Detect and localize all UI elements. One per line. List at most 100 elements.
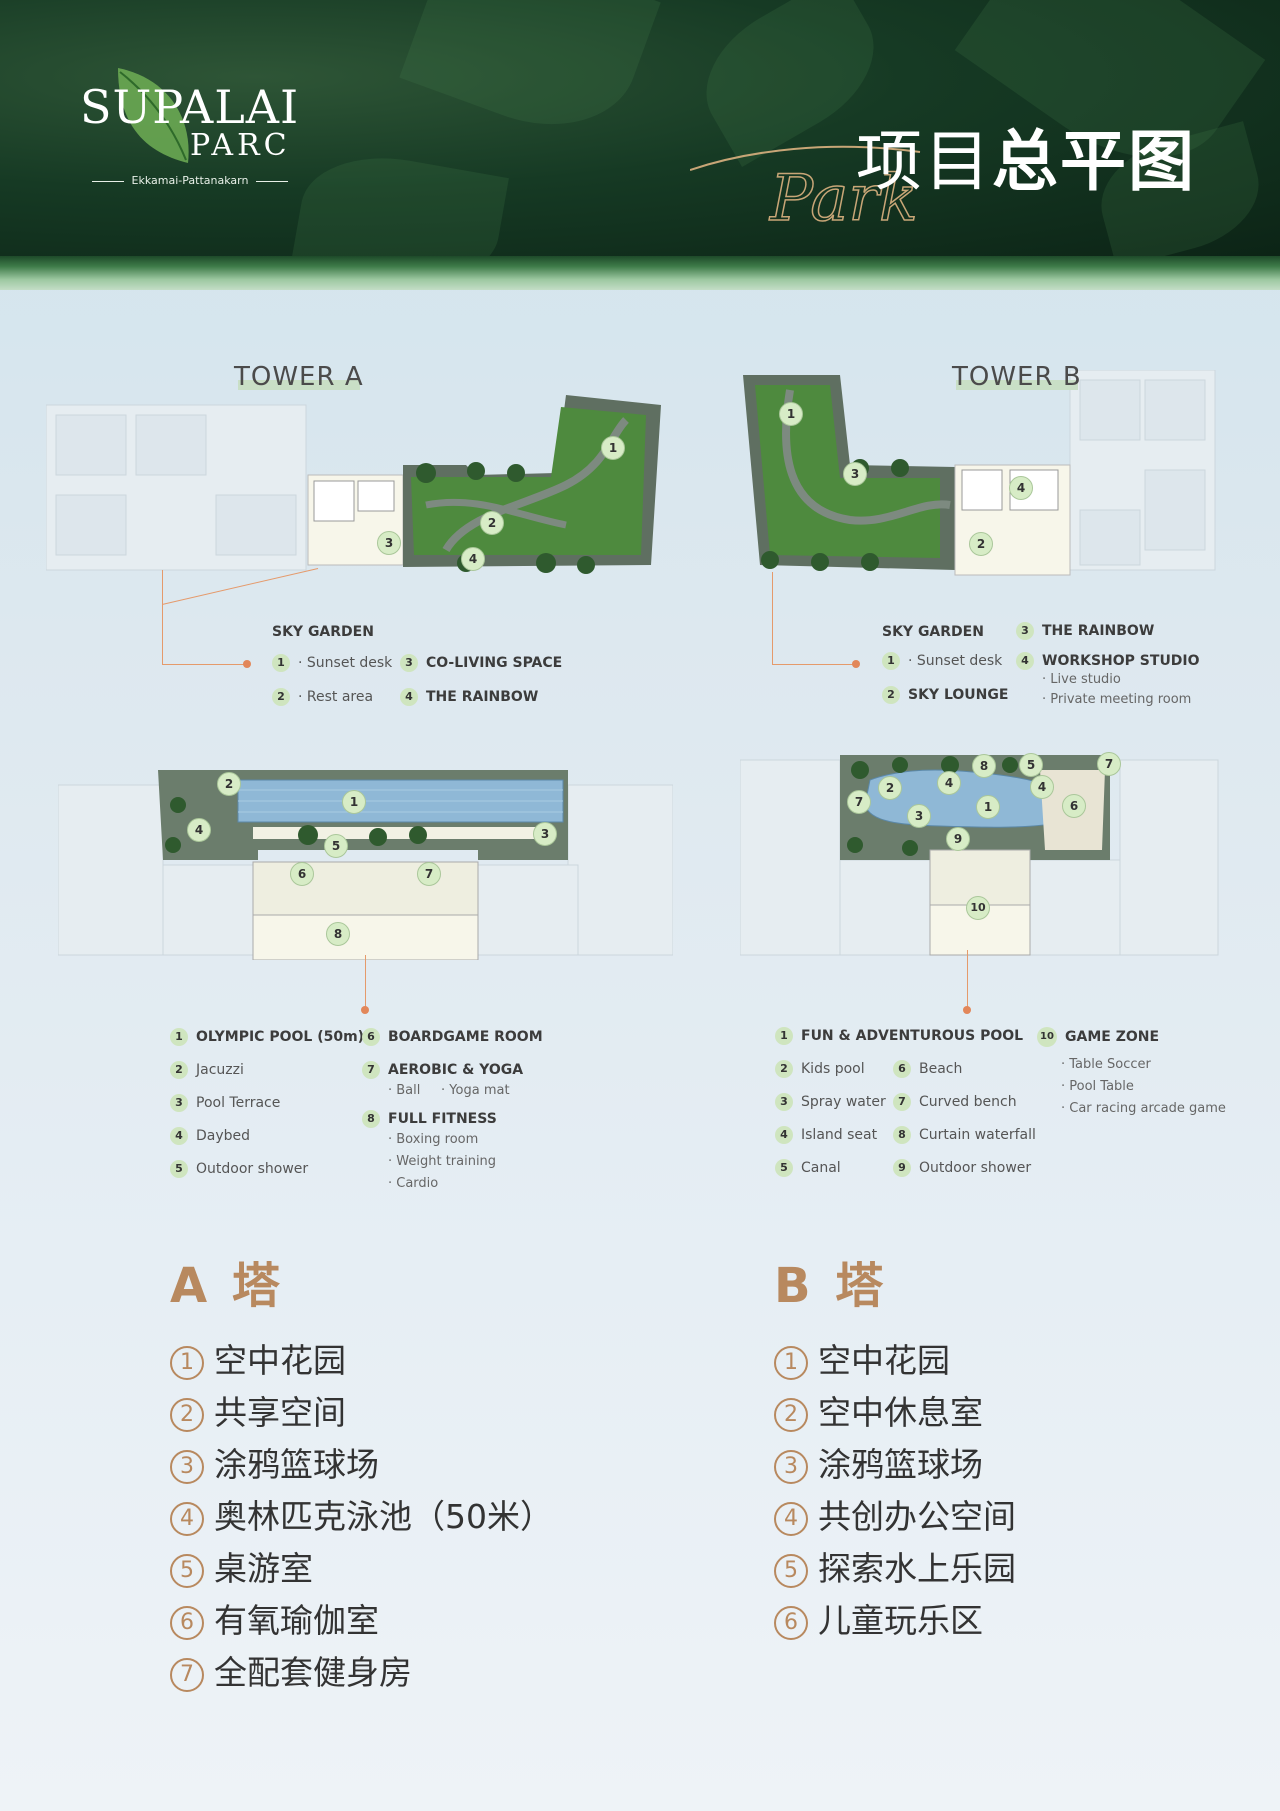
marker-a-top-4: 4 bbox=[461, 547, 485, 571]
number-badge: 7 bbox=[893, 1093, 911, 1111]
number-badge: 3 bbox=[400, 654, 418, 672]
header-banner: SUPALAI PARC Ekkamai-Pattanakarn Park 项目… bbox=[0, 0, 1280, 256]
connector-line bbox=[772, 572, 773, 664]
number-badge: 4 bbox=[400, 688, 418, 706]
legend-sub: · Pool Table bbox=[1061, 1079, 1134, 1094]
marker-b-pool-3: 3 bbox=[907, 804, 931, 828]
connector-line bbox=[365, 955, 366, 1011]
number-badge: 9 bbox=[893, 1159, 911, 1177]
number-badge: 7 bbox=[170, 1657, 204, 1692]
legend-item: 2· Rest area bbox=[272, 688, 373, 706]
marker-a-top-3: 3 bbox=[377, 531, 401, 555]
number-badge: 3 bbox=[775, 1093, 793, 1111]
legend-sub: · Live studio bbox=[1042, 672, 1121, 687]
number-badge: 3 bbox=[170, 1094, 188, 1112]
legend-item: 1· Sunset desk bbox=[272, 654, 392, 672]
legend-sub: · Ball · Yoga mat bbox=[388, 1083, 510, 1098]
number-badge: 2 bbox=[882, 686, 900, 704]
number-badge: 6 bbox=[774, 1605, 808, 1640]
number-badge: 5 bbox=[170, 1160, 188, 1178]
marker-a-pool-3: 3 bbox=[533, 822, 557, 846]
script-park: Park bbox=[769, 162, 918, 236]
legend-sub: · Weight training bbox=[388, 1154, 497, 1169]
tower-b-pool-plan bbox=[740, 755, 1219, 956]
marker-a-pool-7: 7 bbox=[417, 862, 441, 886]
number-badge: 3 bbox=[1016, 622, 1034, 640]
legend-heading: SKY GARDEN bbox=[882, 624, 984, 640]
connector-dot bbox=[243, 660, 251, 668]
number-badge: 1 bbox=[775, 1027, 793, 1045]
number-badge: 1 bbox=[170, 1345, 204, 1380]
number-badge: 6 bbox=[170, 1605, 204, 1640]
number-badge: 2 bbox=[170, 1397, 204, 1432]
header-strip bbox=[0, 256, 1280, 290]
legend-sub: · Car racing arcade game bbox=[1061, 1101, 1226, 1116]
marker-a-top-2: 2 bbox=[480, 511, 504, 535]
number-badge: 4 bbox=[775, 1126, 793, 1144]
legend-sub: · Table Soccer bbox=[1061, 1057, 1151, 1072]
marker-b-pool-9: 9 bbox=[946, 827, 970, 851]
marker-a-pool-2: 2 bbox=[217, 772, 241, 796]
tower-a-sky-garden-plan bbox=[46, 395, 661, 574]
number-badge: 10 bbox=[1037, 1027, 1057, 1047]
cn-title-a: A 塔 bbox=[170, 1258, 284, 1314]
brand-logo: SUPALAI PARC Ekkamai-Pattanakarn bbox=[80, 58, 320, 188]
number-badge: 4 bbox=[170, 1127, 188, 1145]
marker-b-pool-7: 7 bbox=[847, 790, 871, 814]
connector-line bbox=[162, 664, 246, 665]
number-badge: 3 bbox=[170, 1449, 204, 1484]
marker-b-pool-8: 8 bbox=[972, 754, 996, 778]
number-badge: 2 bbox=[170, 1061, 188, 1079]
connector-line bbox=[967, 950, 968, 1010]
marker-a-pool-5: 5 bbox=[324, 834, 348, 858]
number-badge: 8 bbox=[362, 1110, 380, 1128]
marker-b-pool-5: 5 bbox=[1019, 753, 1043, 777]
legend-sub: · Private meeting room bbox=[1042, 692, 1192, 707]
connector-dot bbox=[963, 1006, 971, 1014]
marker-b-pool-10: 10 bbox=[966, 896, 990, 920]
number-badge: 5 bbox=[170, 1553, 204, 1588]
number-badge: 1 bbox=[272, 654, 290, 672]
legend-heading: SKY GARDEN bbox=[272, 624, 374, 640]
page-title: 项目总平图 bbox=[856, 108, 1196, 204]
tower-a-pool-plan bbox=[58, 770, 673, 960]
title-bold: 总平图 bbox=[992, 123, 1196, 200]
marker-a-pool-1: 1 bbox=[342, 790, 366, 814]
tower-a-label: TOWER A bbox=[234, 362, 364, 392]
marker-b-pool-6: 6 bbox=[1062, 794, 1086, 818]
logo-location: Ekkamai-Pattanakarn bbox=[80, 174, 300, 187]
connector-line bbox=[772, 664, 854, 665]
marker-b-top-1: 1 bbox=[779, 402, 803, 426]
tower-a-sky-legend: SKY GARDEN 1· Sunset desk 2· Rest area 3… bbox=[272, 624, 602, 714]
number-badge: 7 bbox=[362, 1061, 380, 1079]
marker-a-pool-6: 6 bbox=[290, 862, 314, 886]
legend-sub: · Boxing room bbox=[388, 1132, 479, 1147]
